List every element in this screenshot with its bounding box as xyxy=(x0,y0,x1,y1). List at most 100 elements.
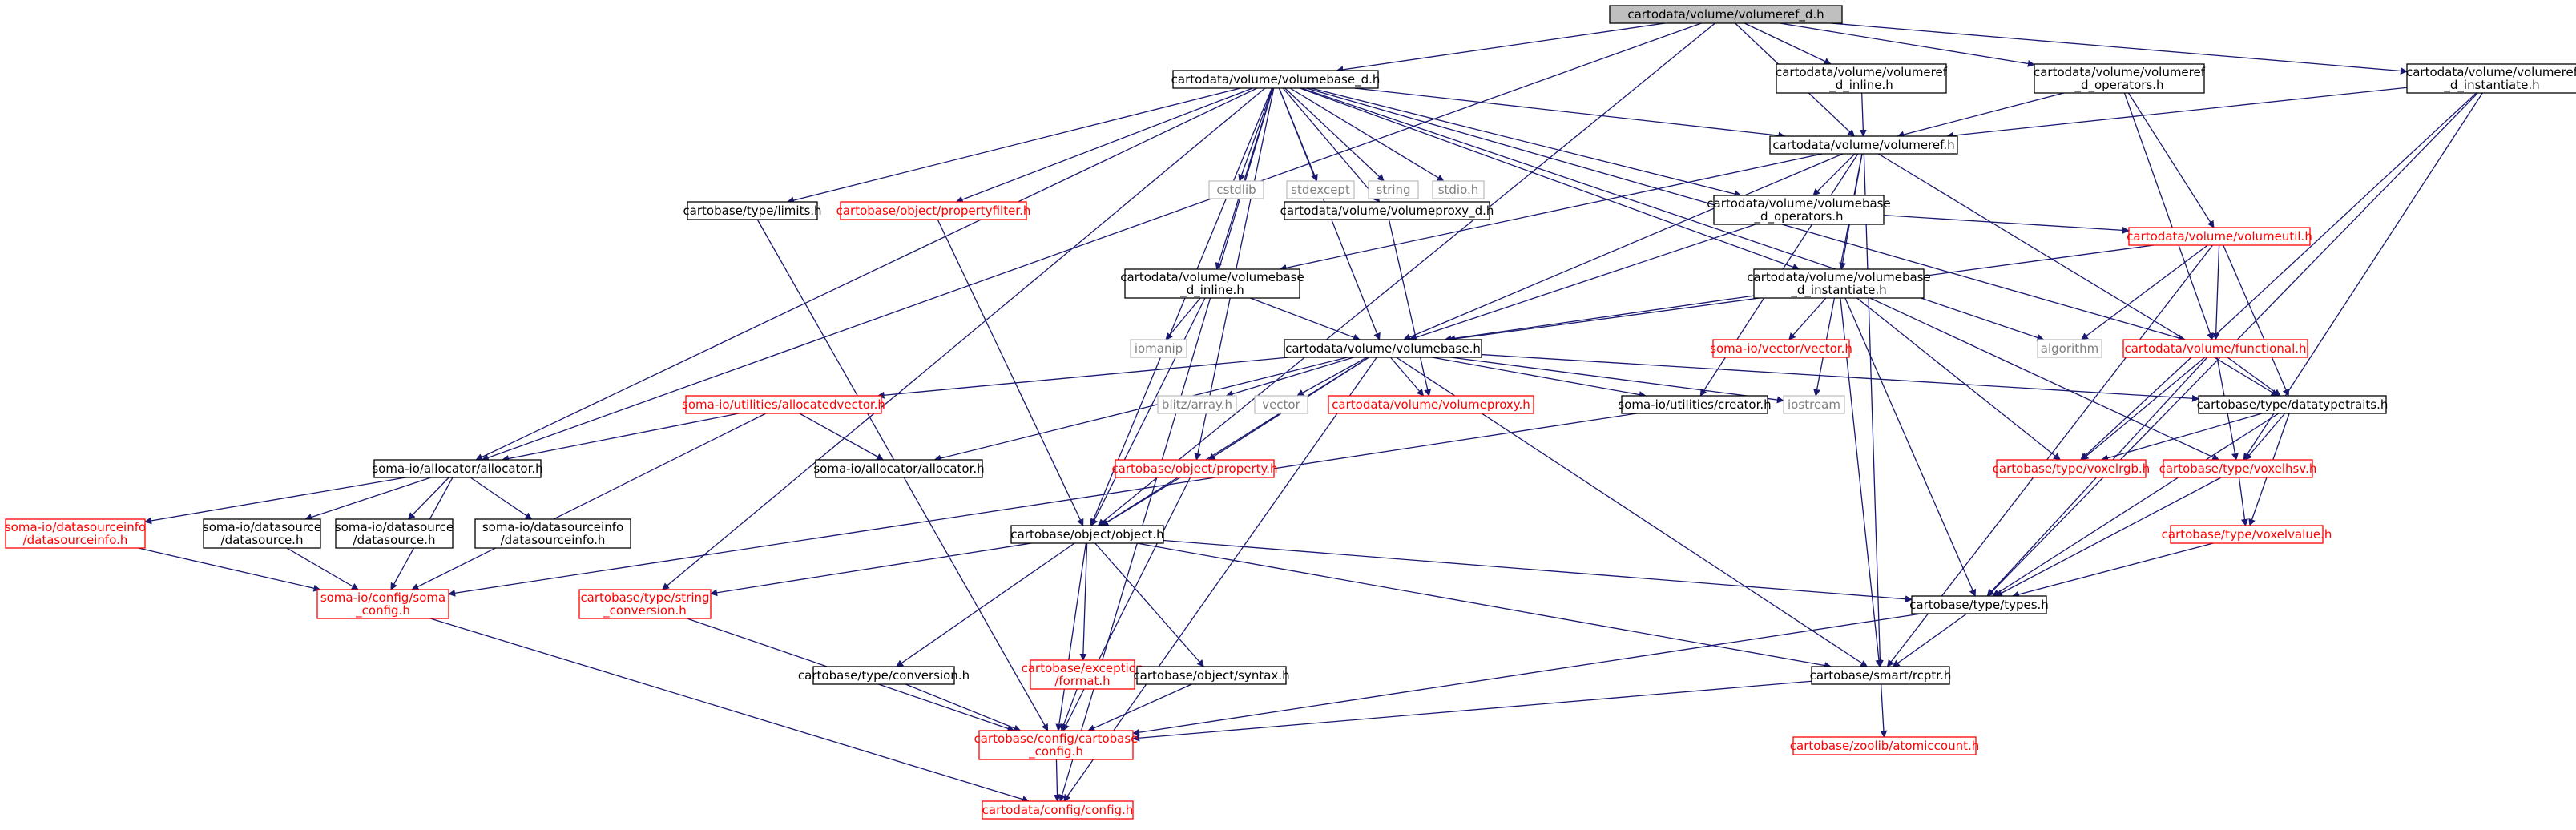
node-box xyxy=(812,666,955,685)
edge-format-to-cbconfig xyxy=(1060,688,1078,731)
node-atomic[interactable]: cartobase/zoolib/atomiccount.h xyxy=(1790,736,1979,755)
edge-root-to-object xyxy=(1097,22,1715,526)
edge-vrdo-to-vutil xyxy=(2127,92,2215,228)
node-box xyxy=(2163,459,2313,478)
node-label-line: soma-io/utilities/creator.h xyxy=(1618,397,1771,412)
node-vbdi[interactable]: cartodata/volume/volumebase_d_inline.h xyxy=(1120,268,1304,299)
node-vr[interactable]: cartodata/volume/volumeref.h xyxy=(1769,135,1958,155)
node-property[interactable]: cartobase/object/property.h xyxy=(1111,459,1278,478)
node-propfilter[interactable]: cartobase/object/propertyfilter.h xyxy=(836,201,1031,220)
node-blitz[interactable]: blitz/array.h xyxy=(1157,395,1237,414)
node-box xyxy=(1284,339,1482,358)
node-label-line: algorithm xyxy=(2041,341,2098,356)
node-label-line: cartodata/config/config.h xyxy=(982,803,1134,817)
edge-vbdins-to-voxelhsv xyxy=(1869,297,2220,461)
edge-voxelhsv-to-types xyxy=(1995,477,2222,597)
node-box xyxy=(1124,268,1300,299)
node-limits[interactable]: cartobase/type/limits.h xyxy=(683,201,822,220)
node-vbdo[interactable]: cartodata/volume/volumebase_d_operators.… xyxy=(1707,195,1891,225)
node-string[interactable]: string xyxy=(1368,180,1419,199)
node-label-line: cartodata/volume/volumebase xyxy=(1707,196,1890,211)
edge-object-to-strconv xyxy=(710,542,1032,597)
node-functional[interactable]: cartodata/volume/functional.h xyxy=(2122,339,2308,358)
node-voxelrgb[interactable]: cartobase/type/voxelrgb.h xyxy=(1993,459,2151,478)
node-label-line: cartodata/volume/volumebase xyxy=(1120,270,1304,284)
node-box xyxy=(1136,666,1287,685)
node-voxelvalue[interactable]: cartobase/type/voxelvalue.h xyxy=(2162,525,2332,544)
node-vrdo[interactable]: cartodata/volume/volumeref_d_operators.h xyxy=(2034,63,2206,94)
node-iostream[interactable]: iostream xyxy=(1783,395,1845,414)
node-vpd[interactable]: cartodata/volume/volumeproxy_d.h xyxy=(1280,201,1494,220)
node-stdexcept[interactable]: stdexcept xyxy=(1286,180,1355,199)
edge-vbd-to-cstdlib xyxy=(1238,87,1273,182)
node-cbconfig[interactable]: cartobase/config/cartobase_config.h xyxy=(974,730,1139,760)
node-types[interactable]: cartobase/type/types.h xyxy=(1909,595,2049,614)
node-algorithm[interactable]: algorithm xyxy=(2037,339,2102,358)
node-label-line: vector xyxy=(1262,397,1300,412)
node-format[interactable]: cartobase/exception/format.h xyxy=(1022,659,1144,690)
node-vutil[interactable]: cartodata/volume/volumeutil.h xyxy=(2127,227,2312,246)
node-box xyxy=(815,459,983,478)
edge-vbd-to-object xyxy=(1090,87,1273,526)
node-label-line: cartobase/type/voxelvalue.h xyxy=(2162,527,2332,542)
node-allocvec[interactable]: soma-io/utilities/allocatedvector.h xyxy=(682,395,885,414)
node-vproxy[interactable]: cartodata/volume/volumeproxy.h xyxy=(1328,395,1534,414)
node-vb[interactable]: cartodata/volume/volumebase.h xyxy=(1284,339,1482,358)
edge-vb-to-vproxy xyxy=(1389,357,1425,397)
edge-property-to-cbconfig xyxy=(1062,477,1191,731)
node-vbd[interactable]: cartodata/volume/volumebase_d.h xyxy=(1171,70,1381,89)
edge-vb-to-dtt xyxy=(1481,353,2199,402)
node-vrdi[interactable]: cartodata/volume/volumeref_d_inline.h xyxy=(1776,63,1948,94)
node-box xyxy=(474,518,631,549)
node-dtt[interactable]: cartobase/type/datatypetraits.h xyxy=(2197,395,2389,414)
edge-types-to-cbconfig xyxy=(1132,613,1921,736)
edge-vbdins-to-voxelrgb xyxy=(1856,297,2061,461)
node-ds2[interactable]: soma-io/datasource/datasource.h xyxy=(335,518,454,549)
node-rcptr[interactable]: cartobase/smart/rcptr.h xyxy=(1810,666,1952,685)
edge-vutil-to-functional xyxy=(2212,244,2220,340)
node-dsi1[interactable]: soma-io/datasourceinfo/datasourceinfo.h xyxy=(5,518,146,549)
node-allocator[interactable]: soma-io/allocator/allocator.h xyxy=(372,459,543,478)
node-box xyxy=(2037,339,2102,358)
edge-voxelvalue-to-types xyxy=(2011,542,2214,598)
edge-vb-to-cdconfig xyxy=(1063,357,1377,802)
node-somavec[interactable]: soma-io/vector/vector.h xyxy=(1710,339,1852,358)
edge-object-to-format xyxy=(1079,542,1088,661)
node-label-line: _d_inline.h xyxy=(1828,78,1893,93)
node-label-line: soma-io/allocator/allocator.h xyxy=(372,461,542,476)
edge-vrdo-to-vr xyxy=(1897,92,2064,139)
node-box xyxy=(1753,268,1925,299)
edge-somaconfig-to-cdconfig xyxy=(429,618,1030,803)
edge-ds1-to-somaconfig xyxy=(286,547,359,590)
node-iomanip[interactable]: iomanip xyxy=(1130,339,1187,358)
node-label-line: _conversion.h xyxy=(603,603,687,618)
node-vbdins[interactable]: cartodata/volume/volumebase_d_instantiat… xyxy=(1747,268,1931,299)
edge-rcptr-to-cbconfig xyxy=(1132,680,1812,742)
node-syntax[interactable]: cartobase/object/syntax.h xyxy=(1133,666,1290,685)
node-conversion[interactable]: cartobase/type/conversion.h xyxy=(798,666,970,685)
edge-vr-to-rcptr xyxy=(1863,153,1884,667)
edge-vbd-to-vbdo xyxy=(1310,87,1742,198)
edge-root-to-vrdo xyxy=(1780,22,2035,67)
edge-voxelhsv-to-voxelvalue xyxy=(2238,477,2248,526)
node-vector[interactable]: vector xyxy=(1254,395,1308,414)
node-creator[interactable]: soma-io/utilities/creator.h xyxy=(1618,395,1772,414)
node-ds1[interactable]: soma-io/datasource/datasource.h xyxy=(203,518,321,549)
node-cdconfig[interactable]: cartodata/config/config.h xyxy=(982,800,1134,820)
node-voxelhsv[interactable]: cartobase/type/voxelhsv.h xyxy=(2159,459,2317,478)
node-label-line: cartobase/type/datatypetraits.h xyxy=(2197,397,2389,412)
node-box xyxy=(1130,339,1187,358)
node-stdio[interactable]: stdio.h xyxy=(1432,180,1485,199)
node-somaconfig[interactable]: soma-io/config/soma_config.h xyxy=(316,589,449,619)
node-vrdins[interactable]: cartodata/volume/volumeref_d_instantiate… xyxy=(2406,63,2576,94)
node-object[interactable]: cartobase/object/object.h xyxy=(1010,525,1164,544)
node-label-line: stdexcept xyxy=(1291,183,1350,197)
node-box xyxy=(1609,5,1843,24)
node-strconv[interactable]: cartobase/type/string_conversion.h xyxy=(578,589,712,619)
edge-vbd-to-limits xyxy=(786,87,1241,204)
node-cstdlib[interactable]: cstdlib xyxy=(1208,180,1264,199)
node-dsi2[interactable]: soma-io/datasourceinfo/datasourceinfo.h xyxy=(474,518,631,549)
node-root[interactable]: cartodata/volume/volumeref_d.h xyxy=(1609,5,1843,24)
node-box xyxy=(1284,201,1490,220)
node-allocator2[interactable]: soma-io/allocator/allocator.h xyxy=(813,459,985,478)
